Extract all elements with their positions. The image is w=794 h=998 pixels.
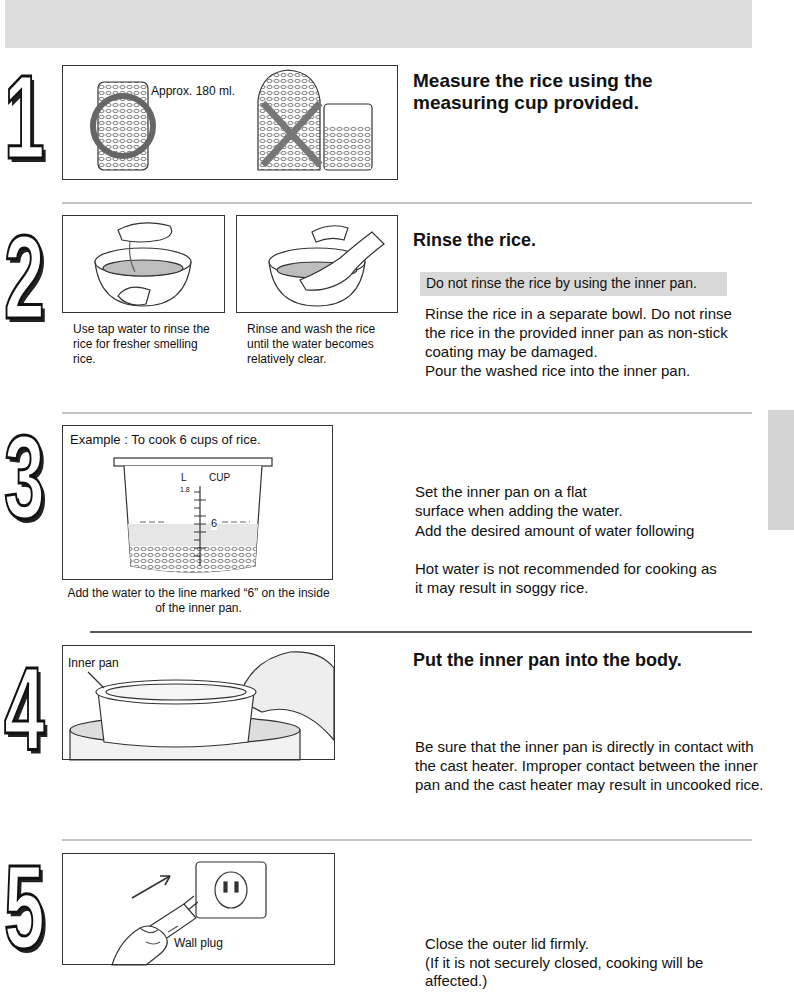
body-text: (If it is not securely closed, cooking w… — [425, 954, 755, 990]
side-tab — [768, 410, 794, 530]
caption: Add the water to the line marked “6” on … — [63, 586, 334, 616]
wall-plug — [112, 862, 266, 965]
caption: Rinse and wash the rice until the water … — [247, 322, 399, 367]
header-bar — [5, 0, 752, 48]
rinsing-bowls — [95, 223, 384, 306]
callout-text: Approx. 180 ml. — [151, 84, 251, 99]
body-text: Hot water is not recommended for cooking… — [415, 559, 720, 597]
scale-label: CUP — [209, 472, 230, 484]
illustration-frame: Example : To cook 6 cups of rice.Add the… — [62, 425, 333, 580]
warning-band: Do not rinse the rice by using the inner… — [420, 272, 727, 296]
body-text: Add the desired amount of water followin… — [415, 521, 760, 540]
caption: Use tap water to rinse the rice for fres… — [73, 322, 223, 367]
warning-text: Do not rinse the rice by using the inner… — [426, 275, 697, 293]
inner-pan-scale — [114, 458, 272, 572]
step-number: 3 — [4, 418, 45, 536]
step-heading: Put the inner pan into the body. — [413, 650, 743, 672]
step-heading: Rinse the rice. — [413, 230, 713, 252]
illustration-frame: Use tap water to rinse the rice for fres… — [62, 215, 225, 313]
step-number: 4 — [4, 650, 45, 768]
scale-label: 1.8 — [180, 486, 190, 494]
step-heading: Measure the rice using the measuring cup… — [413, 70, 723, 114]
measuring-cups — [93, 70, 372, 170]
illustration-frame: Wall plug — [62, 853, 335, 965]
scale-label: 6 — [211, 517, 217, 530]
part-label: Inner pan — [68, 656, 138, 671]
body-text: Rinse the rice in a separate bowl. Do no… — [425, 304, 750, 361]
illustration-frame: Approx. 180 ml. — [62, 65, 398, 180]
body-text: Set the inner pan on a flat surface when… — [415, 482, 640, 520]
step-number: 1 — [4, 58, 45, 176]
example-text: Example : To cook 6 cups of rice. — [70, 432, 320, 448]
body-text: Pour the washed rice into the inner pan. — [425, 361, 750, 380]
step-number: 5 — [4, 848, 45, 966]
scale-label: L — [181, 472, 187, 484]
part-label: Wall plug — [174, 936, 244, 951]
illustration-frame: Inner pan — [62, 645, 335, 760]
body-text: Close the outer lid firmly. — [425, 935, 755, 953]
illustration-frame: Rinse and wash the rice until the water … — [236, 215, 398, 313]
step-number: 2 — [4, 218, 45, 336]
body-text: Be sure that the inner pan is directly i… — [415, 737, 777, 794]
